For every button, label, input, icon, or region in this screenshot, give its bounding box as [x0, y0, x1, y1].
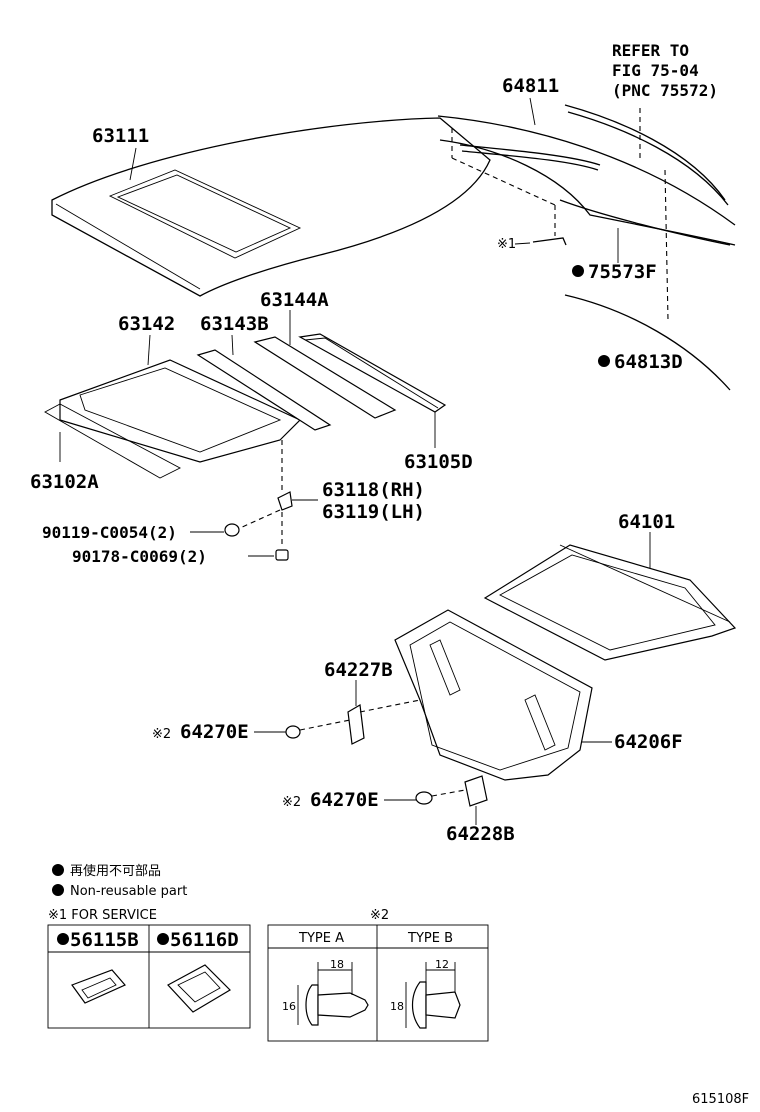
non-reusable-dot	[598, 355, 610, 367]
service-ref-marker: ※1	[497, 237, 516, 252]
non-reusable-dot	[572, 265, 584, 277]
bracket-64227B	[347, 704, 365, 745]
clip-box-title: ※2	[370, 908, 389, 923]
non-reusable-dot	[52, 864, 64, 876]
leader-dash	[451, 157, 556, 206]
service-piece	[532, 237, 567, 246]
clip-b-length: 12	[435, 958, 449, 971]
leader-64811	[529, 97, 536, 126]
clip-64270E-b	[415, 791, 433, 805]
windshield-drawing	[437, 104, 736, 391]
leader-dash	[664, 169, 669, 321]
refer-note-line3: (PNC 75572)	[612, 81, 718, 100]
clip-64270E-a	[285, 725, 301, 739]
screw-part	[224, 523, 240, 537]
service-item-56115B: 56115B	[70, 929, 139, 951]
clip-type-a: TYPE A	[298, 931, 344, 946]
part-label-63144A: 63144A	[260, 289, 329, 311]
holder-part	[277, 491, 293, 511]
leader-63111	[129, 147, 137, 181]
clip-a-length: 18	[330, 958, 344, 971]
clip-type-box	[267, 924, 489, 1042]
clip-b-diameter: 18	[390, 1000, 404, 1013]
part-label-90119: 90119-C0054(2)	[42, 523, 177, 542]
clip-part	[275, 549, 289, 561]
leader-dash	[359, 699, 421, 713]
part-label-90178: 90178-C0069(2)	[72, 547, 207, 566]
legend-en: Non-reusable part	[70, 884, 187, 899]
clip-a-diameter: 16	[282, 1000, 296, 1013]
refer-note-line1: REFER TO	[612, 41, 689, 60]
part-label-63118: 63118(RH)	[322, 479, 425, 501]
part-label-64270E-b: 64270E	[310, 789, 379, 811]
part-label-63119: 63119(LH)	[322, 501, 425, 523]
part-label-63105D: 63105D	[404, 451, 473, 473]
bracket-64228B	[464, 775, 488, 807]
leader-63143B	[231, 334, 234, 356]
leader-service	[514, 242, 531, 245]
service-box-title: ※1 FOR SERVICE	[48, 908, 157, 923]
service-item-56116D: 56116D	[170, 929, 239, 951]
roof-panel-drawing	[51, 117, 491, 297]
part-label-64270E-a: 64270E	[180, 721, 249, 743]
refer-note-line2: FIG 75-04	[612, 61, 699, 80]
part-label-64811: 64811	[502, 75, 559, 97]
clip-ref-marker-a: ※2	[152, 727, 171, 742]
part-label-63143B: 63143B	[200, 313, 269, 335]
leader-dash	[299, 719, 351, 731]
service-box	[47, 924, 251, 1029]
headliner-drawing	[44, 333, 447, 479]
part-label-63111: 63111	[92, 125, 149, 147]
part-label-75573F: 75573F	[588, 261, 657, 283]
legend-jp: 再使用不可部品	[70, 863, 161, 879]
clip-ref-marker-b: ※2	[282, 795, 301, 810]
leader-dash	[239, 509, 281, 529]
leader-63142	[147, 334, 151, 366]
part-label-64206F: 64206F	[614, 731, 683, 753]
part-label-64101: 64101	[618, 511, 675, 533]
leader-dash	[431, 789, 466, 797]
part-label-64227B: 64227B	[324, 659, 393, 681]
part-label-64813D: 64813D	[614, 351, 683, 373]
rear-panel-drawing	[394, 609, 593, 781]
part-label-64228B: 64228B	[446, 823, 515, 845]
non-reusable-dot	[52, 884, 64, 896]
part-label-63142: 63142	[118, 313, 175, 335]
figure-id: 615108F	[692, 1092, 749, 1107]
clip-type-b: TYPE B	[407, 931, 453, 946]
floor-pan-drawing	[483, 544, 737, 661]
part-label-63102A: 63102A	[30, 471, 99, 493]
